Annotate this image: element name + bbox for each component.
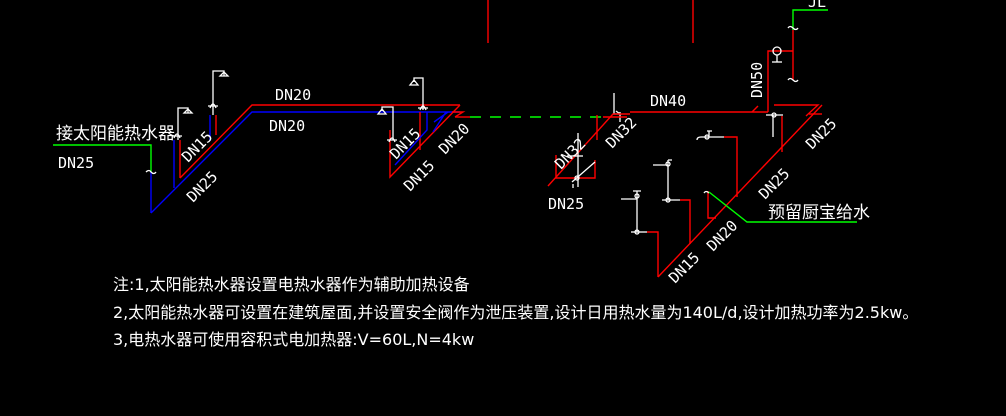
label-dn20-top: DN20 (275, 86, 311, 104)
label-dn20-bottom: DN20 (269, 117, 305, 135)
label-dn25-inlet: DN25 (58, 154, 94, 172)
label-solar-inlet: 接太阳能热水器 (56, 124, 175, 144)
hot-diagonal-right (774, 104, 820, 117)
cold-pipe-diagonal (150, 111, 460, 214)
cold-zigzag (432, 111, 449, 133)
hot-main-diagonal (547, 113, 630, 187)
jl-supply (792, 9, 828, 30)
shower-icon (408, 77, 428, 111)
long-diagonal (657, 104, 823, 278)
note-line-1: 注:1,太阳能热水器设置电热水器作为辅助加热设备 (113, 275, 470, 294)
shower-icon (376, 106, 397, 143)
label-dn40: DN40 (650, 92, 686, 110)
right-fixture-group (621, 9, 857, 278)
label-dn50: DN50 (748, 62, 766, 98)
label-kitchen-supply: 预留厨宝给水 (768, 203, 870, 223)
gauge-icon (772, 46, 782, 63)
dn50-riser (767, 50, 793, 112)
kitchen-supply-pipe (708, 191, 857, 223)
shower-icon (208, 70, 230, 115)
label-jl: JL (808, 0, 826, 11)
note-line-3: 3,电热水器可使用容积式电加热器:V=60L,N=4kw (113, 330, 474, 349)
pipe-break-symbol (145, 169, 157, 175)
dn32-group (547, 93, 630, 188)
cold-branch (394, 112, 428, 166)
faucet-icon (696, 130, 738, 197)
hot-pipe-diagonal (179, 104, 460, 179)
hot-pipe-down (389, 104, 461, 179)
label-dn25-mid: DN25 (548, 195, 584, 213)
faucet-icon (653, 159, 691, 244)
left-fixture-group (53, 70, 460, 214)
middle-fixture-group (376, 77, 470, 179)
note-line-2: 2,太阳能热水器可设置在建筑屋面,并设置安全阀作为泄压装置,设计日用热水量为14… (113, 303, 918, 322)
kitchen-branch (707, 191, 716, 219)
shower-icon (172, 107, 194, 140)
solar-inlet-pipe (53, 144, 152, 172)
faucet-icon (621, 190, 659, 277)
hot-end (452, 111, 466, 118)
